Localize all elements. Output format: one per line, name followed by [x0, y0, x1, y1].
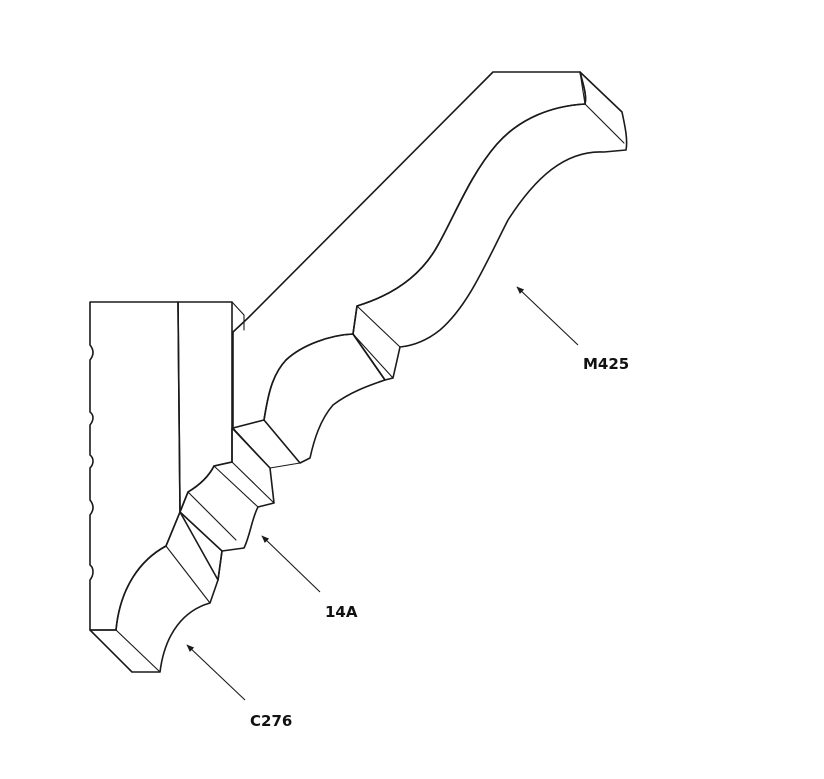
14a-depth-surface	[179, 427, 275, 581]
crown-molding-m425	[232, 71, 628, 469]
m425-leader-arrow	[516, 286, 579, 346]
c276-label: C276	[250, 712, 292, 730]
m425-lower-lip	[263, 333, 386, 464]
14a-label: 14A	[325, 603, 358, 621]
c276-profile-face	[89, 301, 181, 631]
m425-label: M425	[583, 355, 629, 373]
c276-depth-surface	[89, 511, 223, 673]
cove-molding-c276	[89, 301, 223, 673]
m425-profile-face	[232, 71, 587, 429]
m425-depth-surface	[352, 71, 628, 381]
14a-profile-face	[177, 301, 233, 513]
14a-leader-arrow	[261, 535, 321, 593]
c276-leader-arrow	[186, 644, 246, 701]
molding-14a	[177, 301, 275, 581]
